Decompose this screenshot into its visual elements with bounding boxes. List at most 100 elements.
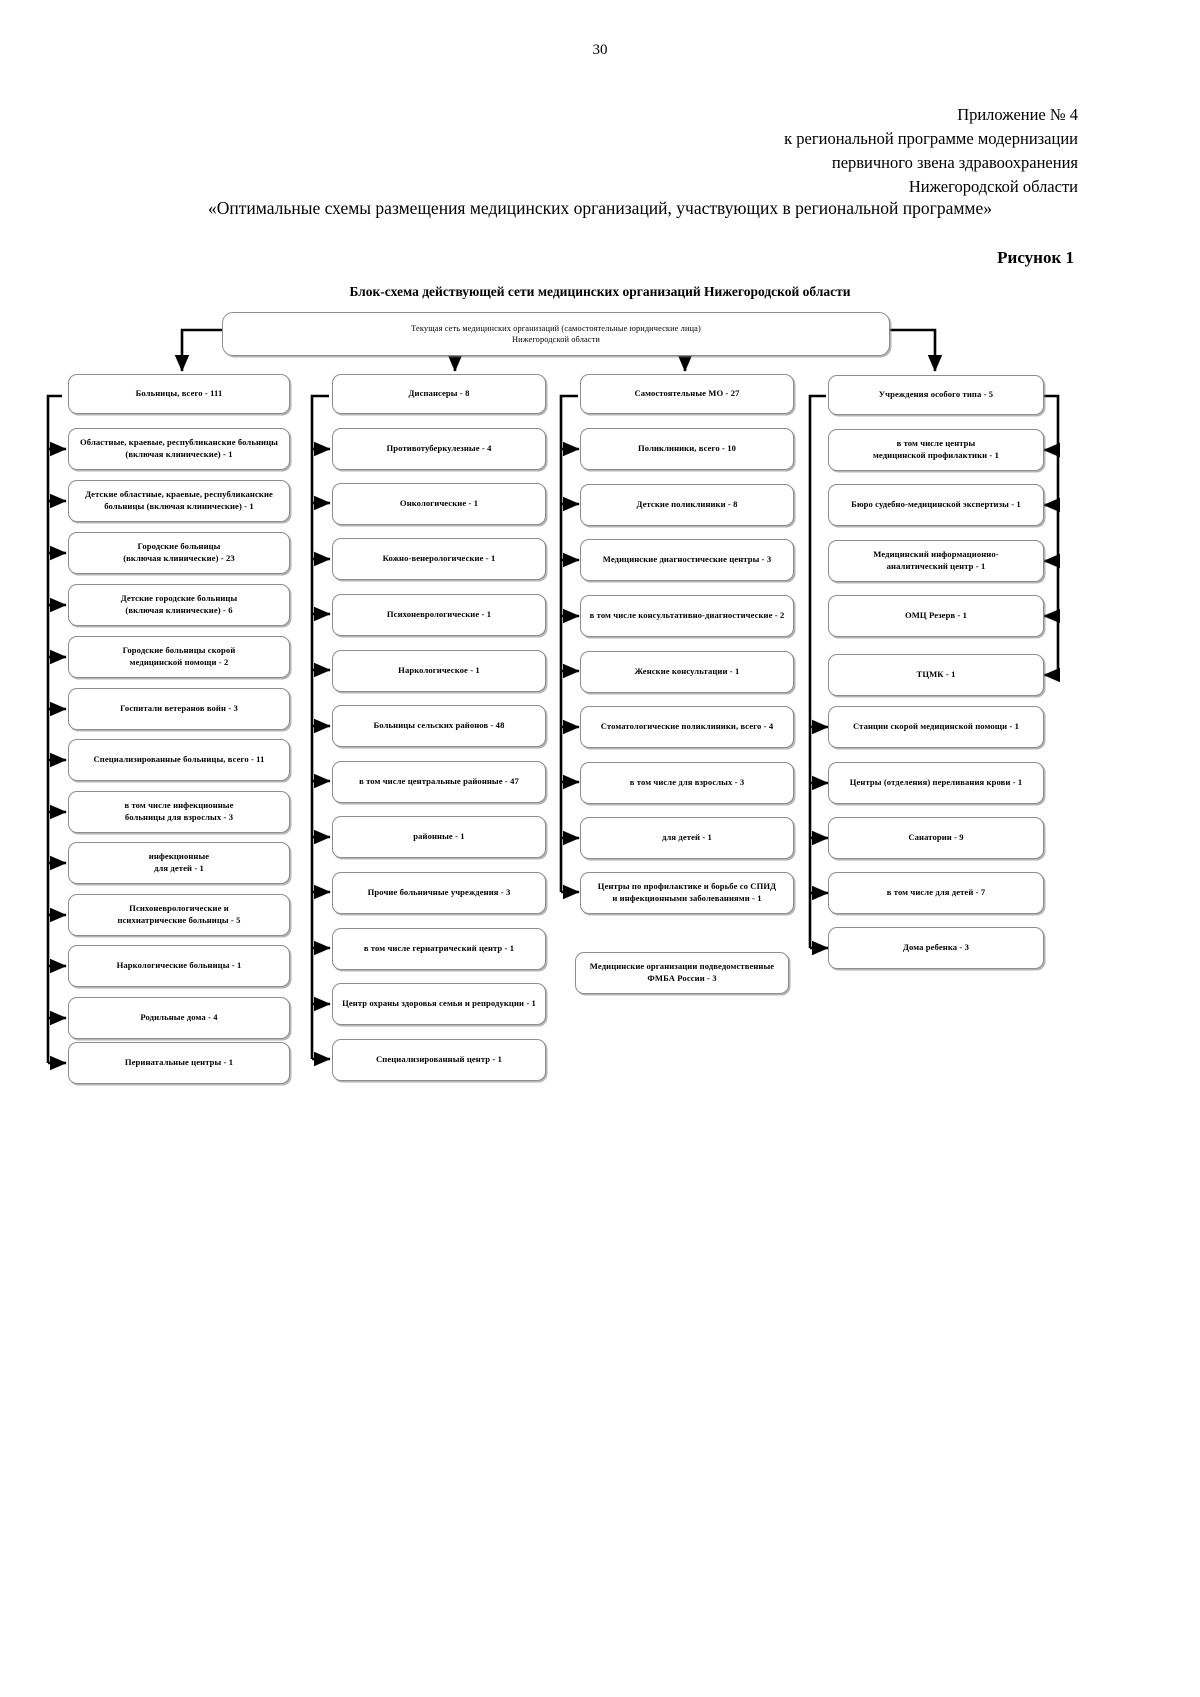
- node-col1-item-3[interactable]: Детские городские больницы (включая клин…: [68, 584, 290, 626]
- appendix-line-2: к региональной программе модернизации: [784, 128, 1078, 148]
- node-label: в том числе для взрослых - 3: [629, 777, 745, 788]
- node-label: Детские городские больницы: [120, 593, 238, 604]
- node-root[interactable]: Текущая сеть медицинских организаций (са…: [222, 312, 890, 356]
- node-col3-item-0[interactable]: Поликлиники, всего - 10: [580, 428, 794, 470]
- node-col3-item-3[interactable]: в том числе консультативно-диагностическ…: [580, 595, 794, 637]
- node-col4-item-9[interactable]: Дома ребенка - 3: [828, 927, 1044, 969]
- node-col4-item-0[interactable]: в том числе центры медицинской профилакт…: [828, 429, 1044, 471]
- node-col4-item-5[interactable]: Станции скорой медицинской помощи - 1: [828, 706, 1044, 748]
- node-label: Медицинский информационно-: [873, 549, 999, 560]
- node-col4-item-6[interactable]: Центры (отделения) переливания крови - 1: [828, 762, 1044, 804]
- node-col1-item-0[interactable]: Областные, краевые, республиканские боль…: [68, 428, 290, 470]
- node-label-2: медицинской помощи - 2: [129, 657, 229, 667]
- node-label: Медицинские диагностические центры - 3: [602, 554, 772, 565]
- node-label-2: и инфекционными заболеваниями - 1: [612, 893, 762, 903]
- node-label-2: больницы для взрослых - 3: [124, 812, 234, 822]
- node-col2-item-10[interactable]: Центр охраны здоровья семьи и репродукци…: [332, 983, 546, 1025]
- node-label: Центры по профилактике и борьбе со СПИД: [597, 881, 777, 892]
- page-number: 30: [592, 42, 608, 58]
- node-col2-item-11[interactable]: Специализированный центр - 1: [332, 1039, 546, 1081]
- node-root-line-1: Текущая сеть медицинских организаций (са…: [411, 323, 701, 333]
- scheme-title: Блок-схема действующей сети медицинских …: [349, 284, 851, 299]
- node-col3-item-8[interactable]: Центры по профилактике и борьбе со СПИД …: [580, 872, 794, 914]
- node-col2-item-2[interactable]: Кожно-венерологические - 1: [332, 538, 546, 580]
- node-col3-header[interactable]: Самостоятельные МО - 27: [580, 374, 794, 414]
- node-label: Поликлиники, всего - 10: [638, 443, 736, 454]
- node-label: Дома ребенка - 3: [902, 942, 969, 953]
- node-col3-item-5[interactable]: Стоматологические поликлиники, всего - 4: [580, 706, 794, 748]
- node-label: Наркологические больницы - 1: [116, 960, 242, 971]
- node-label: Психоневрологические - 1: [386, 609, 492, 620]
- node-label: Медицинские организации подведомственные: [589, 961, 775, 972]
- node-label: Больницы, всего - 111: [135, 388, 223, 399]
- node-col2-header[interactable]: Диспансеры - 8: [332, 374, 546, 414]
- node-label-2: аналитический центр - 1: [886, 561, 986, 571]
- node-label: Учреждения особого типа - 5: [878, 389, 994, 400]
- node-col2-item-0[interactable]: Противотуберкулезные - 4: [332, 428, 546, 470]
- node-label: Городские больницы: [137, 541, 221, 552]
- node-label: Прочие больничные учреждения - 3: [367, 887, 511, 898]
- node-col2-item-4[interactable]: Наркологическое - 1: [332, 650, 546, 692]
- node-label-2: (включая клинические) - 1: [125, 449, 233, 459]
- node-col2-item-3[interactable]: Психоневрологические - 1: [332, 594, 546, 636]
- node-label-2: (включая клинические) - 6: [125, 605, 233, 615]
- document-title: «Оптимальные схемы размещения медицински…: [207, 198, 993, 218]
- node-label: Бюро судебно-медицинской экспертизы - 1: [851, 499, 1021, 510]
- node-col4-item-4[interactable]: ТЦМК - 1: [828, 654, 1044, 696]
- node-col3-item-4[interactable]: Женские консультации - 1: [580, 651, 794, 693]
- node-col3-detached-fmba[interactable]: Медицинские организации подведомственные…: [575, 952, 789, 994]
- node-label: Самостоятельные МО - 27: [634, 388, 740, 399]
- node-col2-item-5[interactable]: Больницы сельских районов - 48: [332, 705, 546, 747]
- node-label-2: психиатрические больницы - 5: [117, 915, 241, 925]
- node-label: Больницы сельских районов - 48: [373, 720, 505, 731]
- node-col4-item-1[interactable]: Бюро судебно-медицинской экспертизы - 1: [828, 484, 1044, 526]
- node-col2-item-7[interactable]: районные - 1: [332, 816, 546, 858]
- node-col2-item-1[interactable]: Онкологические - 1: [332, 483, 546, 525]
- node-col3-item-2[interactable]: Медицинские диагностические центры - 3: [580, 539, 794, 581]
- node-col1-header[interactable]: Больницы, всего - 111: [68, 374, 290, 414]
- node-col1-item-4[interactable]: Городские больницы скорой медицинской по…: [68, 636, 290, 678]
- node-col4-item-8[interactable]: в том числе для детей - 7: [828, 872, 1044, 914]
- node-col3-item-1[interactable]: Детские поликлиники - 8: [580, 484, 794, 526]
- node-label: ОМЦ Резерв - 1: [904, 610, 968, 621]
- node-label: Центр охраны здоровья семьи и репродукци…: [342, 998, 536, 1009]
- node-col1-item-1[interactable]: Детские областные, краевые, республиканс…: [68, 480, 290, 522]
- node-label: в том числе гериатрический центр - 1: [363, 943, 515, 954]
- node-col3-item-6[interactable]: в том числе для взрослых - 3: [580, 762, 794, 804]
- node-label-2: ФМБА России - 3: [647, 973, 717, 983]
- node-label: в том числе центральные районные - 47: [359, 776, 519, 787]
- node-label-2: больницы (включая клинические) - 1: [104, 501, 254, 511]
- node-col1-item-10[interactable]: Наркологические больницы - 1: [68, 945, 290, 987]
- node-label: Психоневрологические и: [129, 903, 229, 914]
- node-col2-item-9[interactable]: в том числе гериатрический центр - 1: [332, 928, 546, 970]
- node-col1-item-11[interactable]: Родильные дома - 4: [68, 997, 290, 1039]
- node-label: Областные, краевые, республиканские боль…: [80, 437, 278, 448]
- node-col4-item-7[interactable]: Санатории - 9: [828, 817, 1044, 859]
- node-col1-item-2[interactable]: Городские больницы (включая клинические)…: [68, 532, 290, 574]
- node-label: Городские больницы скорой: [122, 645, 236, 656]
- node-col1-item-6[interactable]: Специализированные больницы, всего - 11: [68, 739, 290, 781]
- node-col4-item-3[interactable]: ОМЦ Резерв - 1: [828, 595, 1044, 637]
- node-col4-item-2[interactable]: Медицинский информационно- аналитический…: [828, 540, 1044, 582]
- node-label: ТЦМК - 1: [916, 669, 956, 680]
- appendix-header: Приложение № 4 к региональной программе …: [784, 103, 1078, 199]
- node-col2-item-6[interactable]: в том числе центральные районные - 47: [332, 761, 546, 803]
- node-label: Женские консультации - 1: [634, 666, 740, 677]
- node-col3-item-7[interactable]: для детей - 1: [580, 817, 794, 859]
- node-col1-item-9[interactable]: Психоневрологические и психиатрические б…: [68, 894, 290, 936]
- node-col1-item-7[interactable]: в том числе инфекционные больницы для вз…: [68, 791, 290, 833]
- node-label: Специализированные больницы, всего - 11: [93, 754, 265, 765]
- node-label: Госпитали ветеранов войн - 3: [120, 703, 238, 714]
- node-col2-item-8[interactable]: Прочие больничные учреждения - 3: [332, 872, 546, 914]
- node-label: в том числе центры: [896, 438, 976, 449]
- node-root-line-2: Нижегородской области: [512, 335, 600, 344]
- node-col1-item-12[interactable]: Перинатальные центры - 1: [68, 1042, 290, 1084]
- node-label-2: для детей - 1: [154, 863, 204, 873]
- node-col1-item-8[interactable]: инфекционные для детей - 1: [68, 842, 290, 884]
- node-col4-header[interactable]: Учреждения особого типа - 5: [828, 375, 1044, 415]
- node-label: инфекционные: [148, 851, 210, 862]
- appendix-line-4: Нижегородской области: [908, 176, 1078, 196]
- node-col1-item-5[interactable]: Госпитали ветеранов войн - 3: [68, 688, 290, 730]
